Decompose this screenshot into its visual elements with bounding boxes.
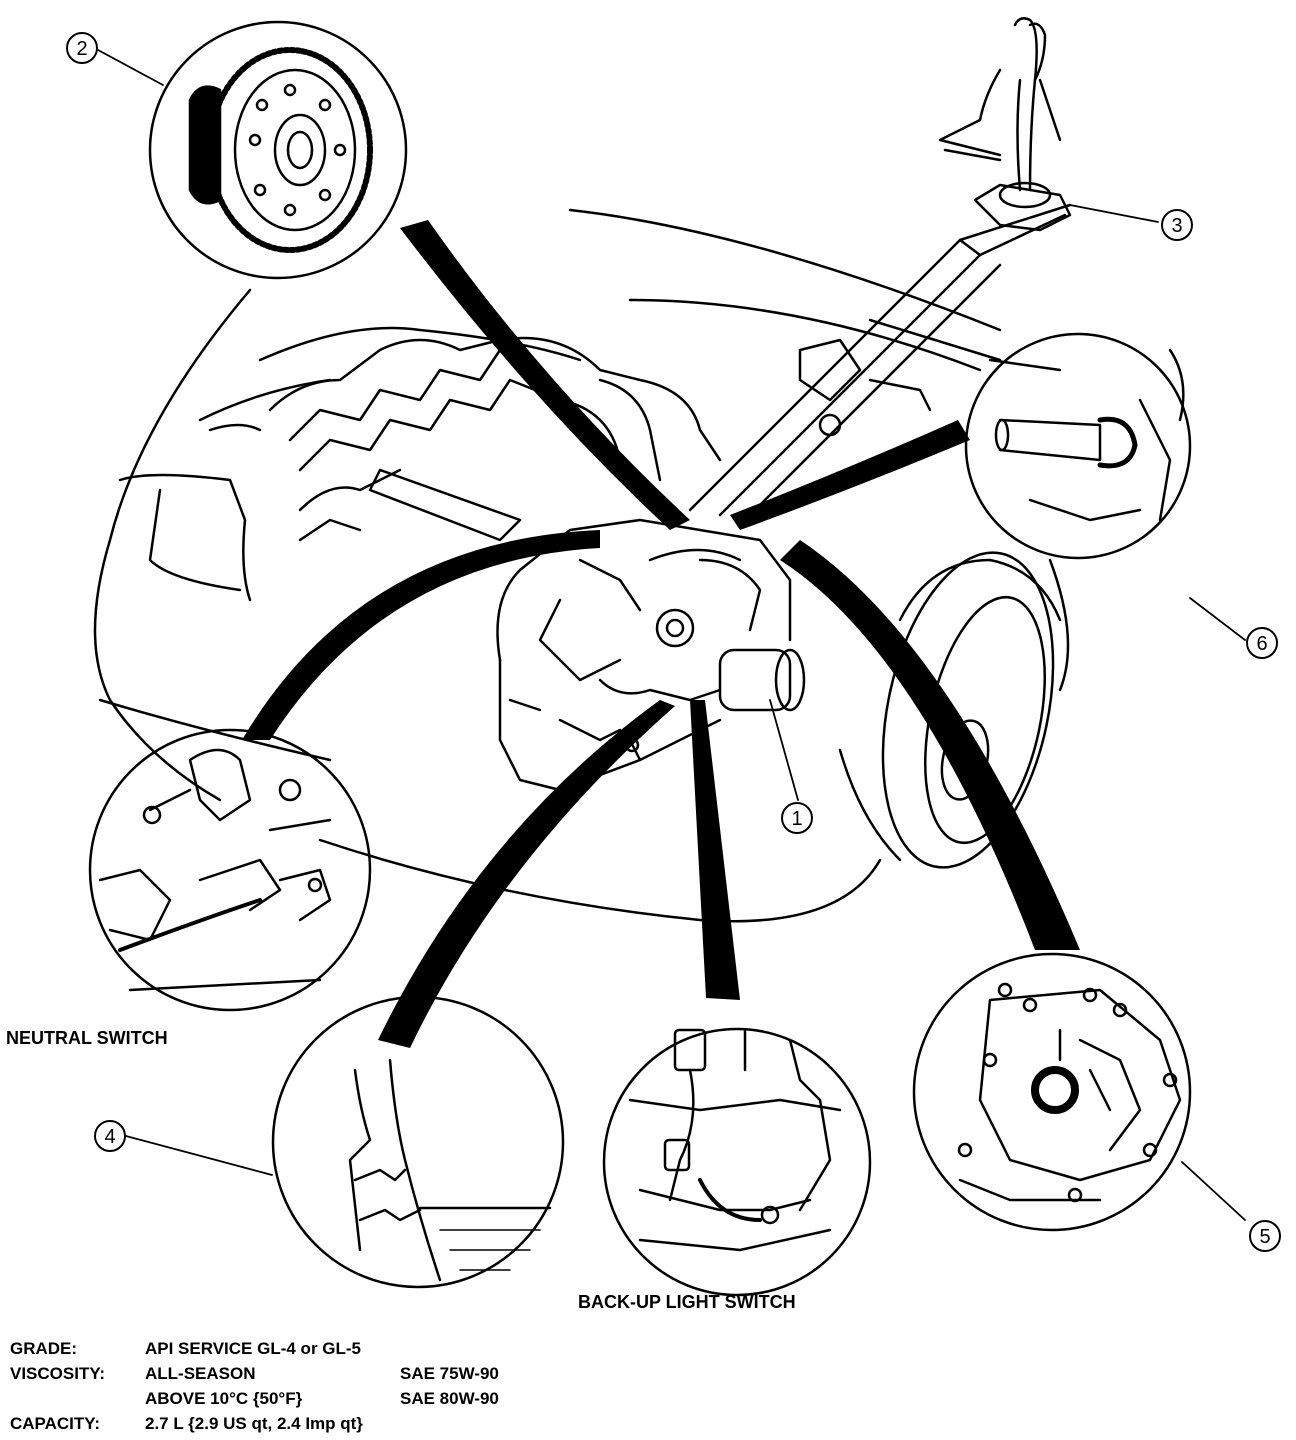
backup-light-switch-label: BACK-UP LIGHT SWITCH bbox=[578, 1292, 796, 1312]
wheel bbox=[881, 551, 1062, 869]
detail-circle-5 bbox=[912, 952, 1192, 1232]
viscosity-allseason: ALL-SEASON bbox=[145, 1364, 256, 1383]
leader-lines bbox=[97, 49, 1246, 1221]
shift-linkage bbox=[688, 183, 1072, 527]
car-body bbox=[93, 208, 1070, 923]
callout-4-number: 4 bbox=[104, 1126, 115, 1148]
transaxle bbox=[496, 518, 806, 792]
oil-specifications: GRADE: API SERVICE GL-4 or GL-5 VISCOSIT… bbox=[10, 1336, 630, 1436]
spec-viscosity-row: VISCOSITY: ALL-SEASON SAE 75W-90 bbox=[10, 1361, 630, 1386]
neutral-switch-label: NEUTRAL SWITCH bbox=[6, 1028, 168, 1048]
callout-2-number: 2 bbox=[76, 38, 87, 60]
callout-1: 1 bbox=[781, 802, 813, 834]
callout-bands bbox=[242, 220, 1080, 1048]
callout-6: 6 bbox=[1246, 627, 1278, 659]
grade-label: GRADE: bbox=[10, 1339, 78, 1358]
callout-3-number: 3 bbox=[1171, 215, 1182, 237]
viscosity-above-sae: SAE 80W-90 bbox=[400, 1389, 499, 1408]
viscosity-label: VISCOSITY: bbox=[10, 1364, 106, 1383]
callout-3: 3 bbox=[1161, 209, 1193, 241]
detail-circle-4 bbox=[271, 995, 565, 1289]
detail-circle-neutral-switch bbox=[88, 728, 372, 1012]
viscosity-allseason-sae: SAE 75W-90 bbox=[400, 1364, 499, 1383]
spec-grade-row: GRADE: API SERVICE GL-4 or GL-5 bbox=[10, 1336, 630, 1361]
capacity-label: CAPACITY: bbox=[10, 1414, 101, 1433]
detail-circle-6 bbox=[964, 332, 1192, 560]
shift-lever bbox=[938, 17, 1062, 209]
callout-1-number: 1 bbox=[791, 808, 802, 830]
capacity-value: 2.7 L {2.9 US qt, 2.4 Imp qt} bbox=[145, 1414, 363, 1433]
grade-value: API SERVICE GL-4 or GL-5 bbox=[145, 1339, 362, 1358]
viscosity-above: ABOVE 10°C {50°F} bbox=[145, 1389, 303, 1408]
callout-2: 2 bbox=[66, 32, 98, 64]
spec-capacity-row: CAPACITY: 2.7 L {2.9 US qt, 2.4 Imp qt} bbox=[10, 1411, 630, 1436]
callout-4: 4 bbox=[94, 1120, 126, 1152]
callout-5: 5 bbox=[1249, 1220, 1281, 1252]
engine bbox=[208, 336, 722, 542]
detail-circle-2 bbox=[148, 20, 408, 280]
detail-circle-backup-light-switch bbox=[602, 1027, 872, 1297]
spec-viscosity-above-row: ABOVE 10°C {50°F} SAE 80W-90 bbox=[10, 1386, 630, 1411]
callout-markers: 2 3 6 1 4 5 bbox=[66, 32, 1281, 1252]
callout-6-number: 6 bbox=[1256, 633, 1267, 655]
callout-5-number: 5 bbox=[1259, 1226, 1270, 1248]
